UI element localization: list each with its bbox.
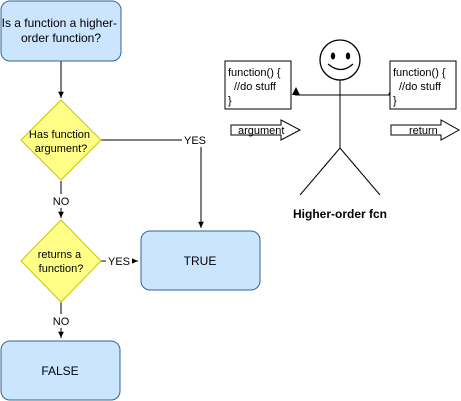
no-label-decision2: NO: [53, 316, 70, 328]
figure-left-eye: [330, 52, 336, 60]
figure-left-leg: [299, 147, 341, 196]
return-code-text: function() { //do stuff }: [393, 67, 449, 107]
figure-right-leg: [339, 147, 381, 196]
return-code-box: [389, 60, 457, 110]
false-node: [0, 340, 121, 401]
argument-code-box: [224, 60, 292, 110]
decision-returns-function: [20, 219, 102, 303]
decision-returns-function-label: returns a function?: [38, 249, 84, 275]
true-node: [140, 230, 261, 291]
true-node-label: TRUE: [184, 254, 217, 268]
decision-has-argument: [20, 99, 102, 181]
figure-right-eye: [345, 52, 351, 60]
no-label-decision1: NO: [53, 196, 70, 208]
left-hand-marker: [292, 87, 300, 95]
figure-head: [319, 39, 361, 81]
start-node: [0, 0, 122, 62]
start-node-label: Is a function a higher- order function?: [2, 16, 121, 45]
figure-caption: Higher-order fcn: [293, 207, 387, 221]
argument-code-text: function() { //do stuff }: [228, 67, 284, 107]
decision-has-argument-label: Has function argument?: [29, 129, 93, 155]
return-arrow-label: return: [409, 125, 438, 137]
edge-decision1-yes-to-true: [101, 139, 204, 228]
false-node-label: FALSE: [41, 364, 78, 378]
figure-smile: [327, 63, 354, 71]
argument-arrow-label: argument: [238, 125, 284, 137]
yes-label-decision1: YES: [184, 135, 206, 147]
yes-label-decision2: YES: [108, 256, 130, 268]
argument-arrow: [230, 119, 302, 141]
return-arrow: [390, 119, 461, 141]
